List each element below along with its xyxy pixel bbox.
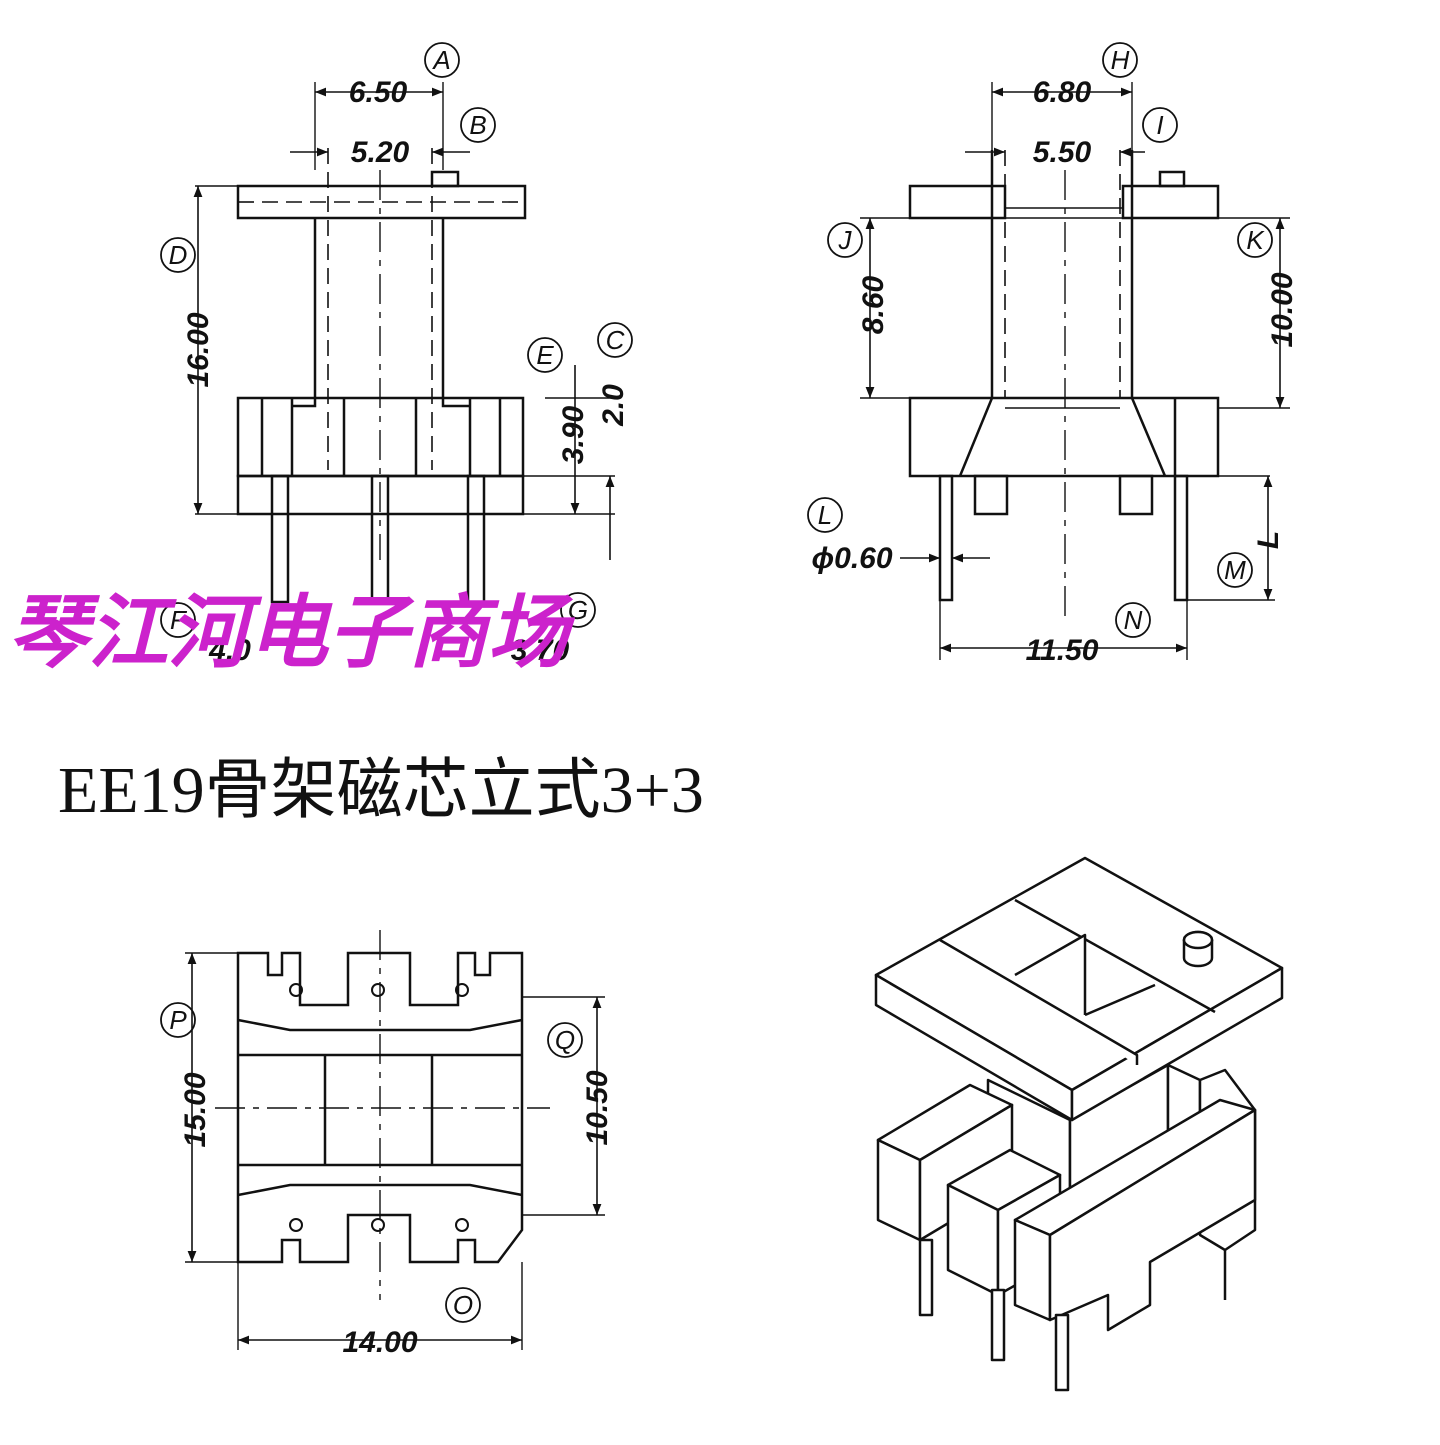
- label-b: B: [469, 110, 486, 140]
- watermark: 琴江河电子商场: [8, 586, 576, 679]
- dim-e: 3.90: [557, 405, 590, 464]
- dim-o: 14.00: [342, 1326, 417, 1359]
- dim-pin-diameter: ϕ0.60: [811, 542, 892, 575]
- dim-j: 8.60: [857, 275, 890, 334]
- label-a: A: [431, 45, 450, 75]
- dim-m: L: [1252, 531, 1285, 549]
- side-top-right-flange: [1121, 184, 1220, 220]
- label-h: H: [1111, 45, 1130, 75]
- label-c: C: [606, 325, 625, 355]
- label-circle-g: [560, 592, 596, 628]
- label-n: N: [1124, 605, 1143, 635]
- dim-p: 15.00: [179, 1072, 212, 1147]
- dim-d: 16.00: [182, 312, 215, 387]
- dim-q: 10.50: [581, 1070, 614, 1145]
- label-f: F: [170, 605, 188, 635]
- side-pin-left: [938, 474, 954, 602]
- label-i: I: [1156, 110, 1163, 140]
- front-pin: [370, 474, 390, 604]
- front-pin: [270, 474, 290, 604]
- dim-a: 6.50: [349, 76, 408, 109]
- dim-k: 10.00: [1266, 272, 1299, 347]
- bottom-view-text: 15.00 10.50 14.00 P Q O: [169, 1005, 614, 1359]
- label-circle-c: [597, 322, 633, 358]
- label-circle-a: [424, 42, 460, 78]
- side-pin-right: [1173, 474, 1189, 602]
- label-g: G: [568, 595, 588, 625]
- dim-n: 11.50: [1026, 634, 1099, 667]
- dim-g: 3.70: [511, 634, 570, 667]
- dim-f: 4.0: [208, 634, 251, 667]
- label-l: L: [818, 500, 832, 530]
- front-top-pin-stub: [430, 170, 460, 188]
- label-circle-d: [160, 237, 196, 273]
- bottom-outline: [236, 951, 524, 1264]
- bottom-view: [160, 930, 605, 1350]
- label-m: M: [1224, 555, 1246, 585]
- label-e: E: [536, 340, 554, 370]
- side-view-text: 6.80 5.50 8.60 10.00 ϕ0.60 L 11.50 H I J…: [811, 45, 1299, 667]
- label-circle-f: [160, 602, 196, 638]
- label-d: D: [169, 240, 188, 270]
- part-caption: EE19骨架磁芯立式3+3: [58, 754, 704, 827]
- label-circle-b: [460, 107, 496, 143]
- front-view-text: 6.50 5.20 16.00 3.90 2.0 4.0 3.70 A B C …: [169, 45, 630, 667]
- dim-h: 6.80: [1033, 76, 1092, 109]
- dim-i: 5.50: [1033, 136, 1092, 169]
- label-j: J: [838, 225, 853, 255]
- label-k: K: [1246, 225, 1265, 255]
- label-p: P: [169, 1005, 187, 1035]
- label-circle-e: [527, 337, 563, 373]
- dim-b: 5.20: [351, 136, 410, 169]
- side-base-block: [908, 396, 1220, 478]
- front-view: [160, 42, 633, 638]
- dim-c: 2.0: [597, 384, 630, 427]
- label-o: O: [453, 1290, 473, 1320]
- front-pin: [466, 474, 486, 604]
- isometric-view: [874, 856, 1284, 1392]
- label-q: Q: [555, 1025, 575, 1055]
- side-view: [807, 42, 1290, 660]
